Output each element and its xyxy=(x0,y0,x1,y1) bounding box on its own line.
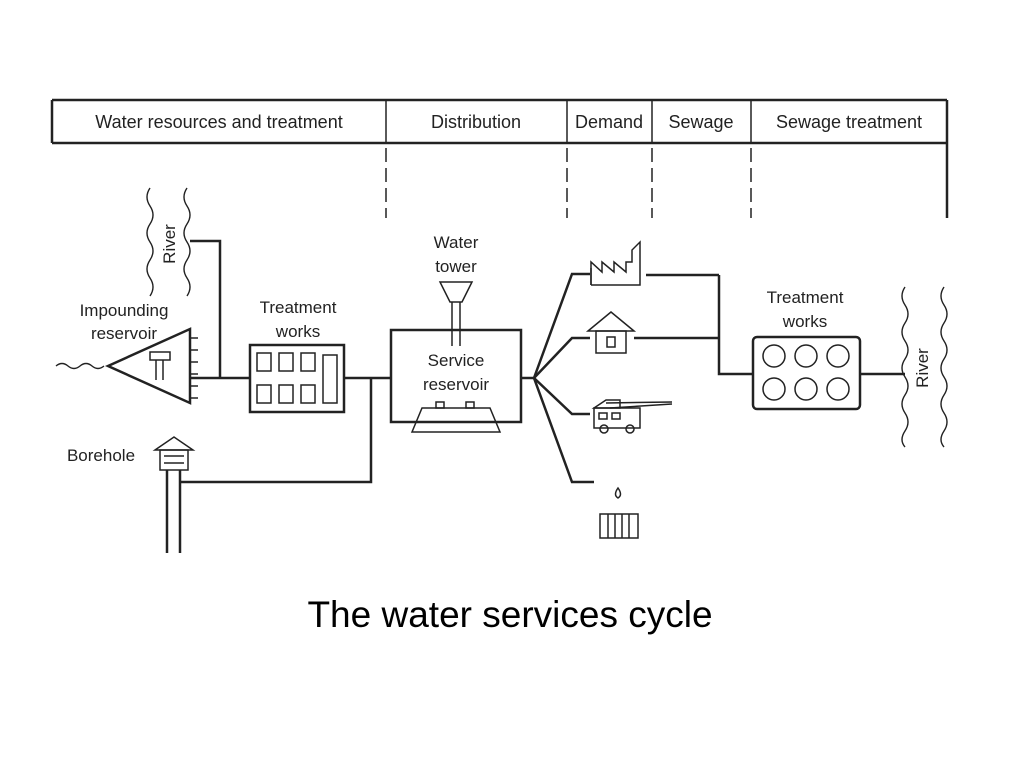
water-tower-icon xyxy=(438,281,474,346)
sewage-pipes xyxy=(634,273,753,376)
distribution-pipes xyxy=(521,272,594,484)
header-sewage-treatment: Sewage treatment xyxy=(776,112,922,132)
raw-water-pipes xyxy=(180,239,391,484)
impounding-label-line1: Impounding xyxy=(80,301,169,320)
borehole: Borehole xyxy=(67,436,196,553)
house-icon xyxy=(585,311,637,354)
header-demand: Demand xyxy=(575,112,643,132)
drain-icon xyxy=(599,486,639,539)
treatment-right-label-line1: Treatment xyxy=(767,288,844,307)
service-reservoir-label-line2: reservoir xyxy=(423,375,489,394)
header-water-resources: Water resources and treatment xyxy=(95,112,342,132)
river-left: River xyxy=(146,187,191,297)
service-reservoir-label-line1: Service xyxy=(428,351,485,370)
diagram-caption: The water services cycle xyxy=(307,594,713,635)
intake-tower-icon xyxy=(149,351,171,380)
impounding-reservoir: Impounding reservoir xyxy=(55,301,198,405)
treatment-left-label-line1: Treatment xyxy=(260,298,337,317)
river-right: River xyxy=(901,286,948,448)
water-tower-label-line2: tower xyxy=(435,257,477,276)
header-distribution: Distribution xyxy=(431,112,521,132)
treatment-works-left: Treatment works xyxy=(248,298,346,414)
fire-engine-icon xyxy=(591,399,673,434)
factory-icon xyxy=(590,240,641,286)
impounding-label-line2: reservoir xyxy=(91,324,157,343)
service-reservoir: Service reservoir xyxy=(389,328,523,433)
treatment-works-right: Treatment works xyxy=(751,288,905,411)
water-cycle-diagram: Water resources and treatment Distributi… xyxy=(50,98,949,553)
river-right-label: River xyxy=(913,348,932,388)
river-left-label: River xyxy=(160,224,179,264)
water-tower-label-line1: Water xyxy=(434,233,479,252)
water-tower: Water tower xyxy=(434,233,479,346)
stage-header: Water resources and treatment Distributi… xyxy=(50,98,949,218)
covered-tank-icon xyxy=(410,401,502,433)
borehole-label: Borehole xyxy=(67,446,135,465)
header-sewage: Sewage xyxy=(668,112,733,132)
treatment-right-label-line2: works xyxy=(782,312,827,331)
treatment-left-label-line2: works xyxy=(275,322,320,341)
borehole-icon xyxy=(152,436,196,471)
